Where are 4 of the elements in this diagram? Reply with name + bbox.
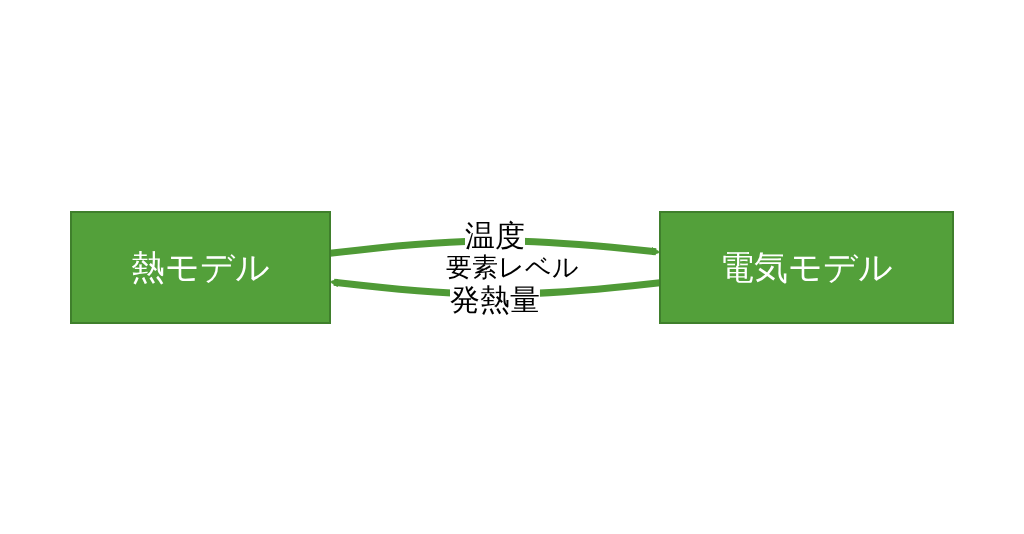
edge-label: 温度 [465, 217, 525, 252]
node-box: 電気モデル [659, 210, 954, 324]
node-box: 熱モデル [70, 210, 331, 324]
edge-label: 発熱量 [449, 281, 540, 317]
